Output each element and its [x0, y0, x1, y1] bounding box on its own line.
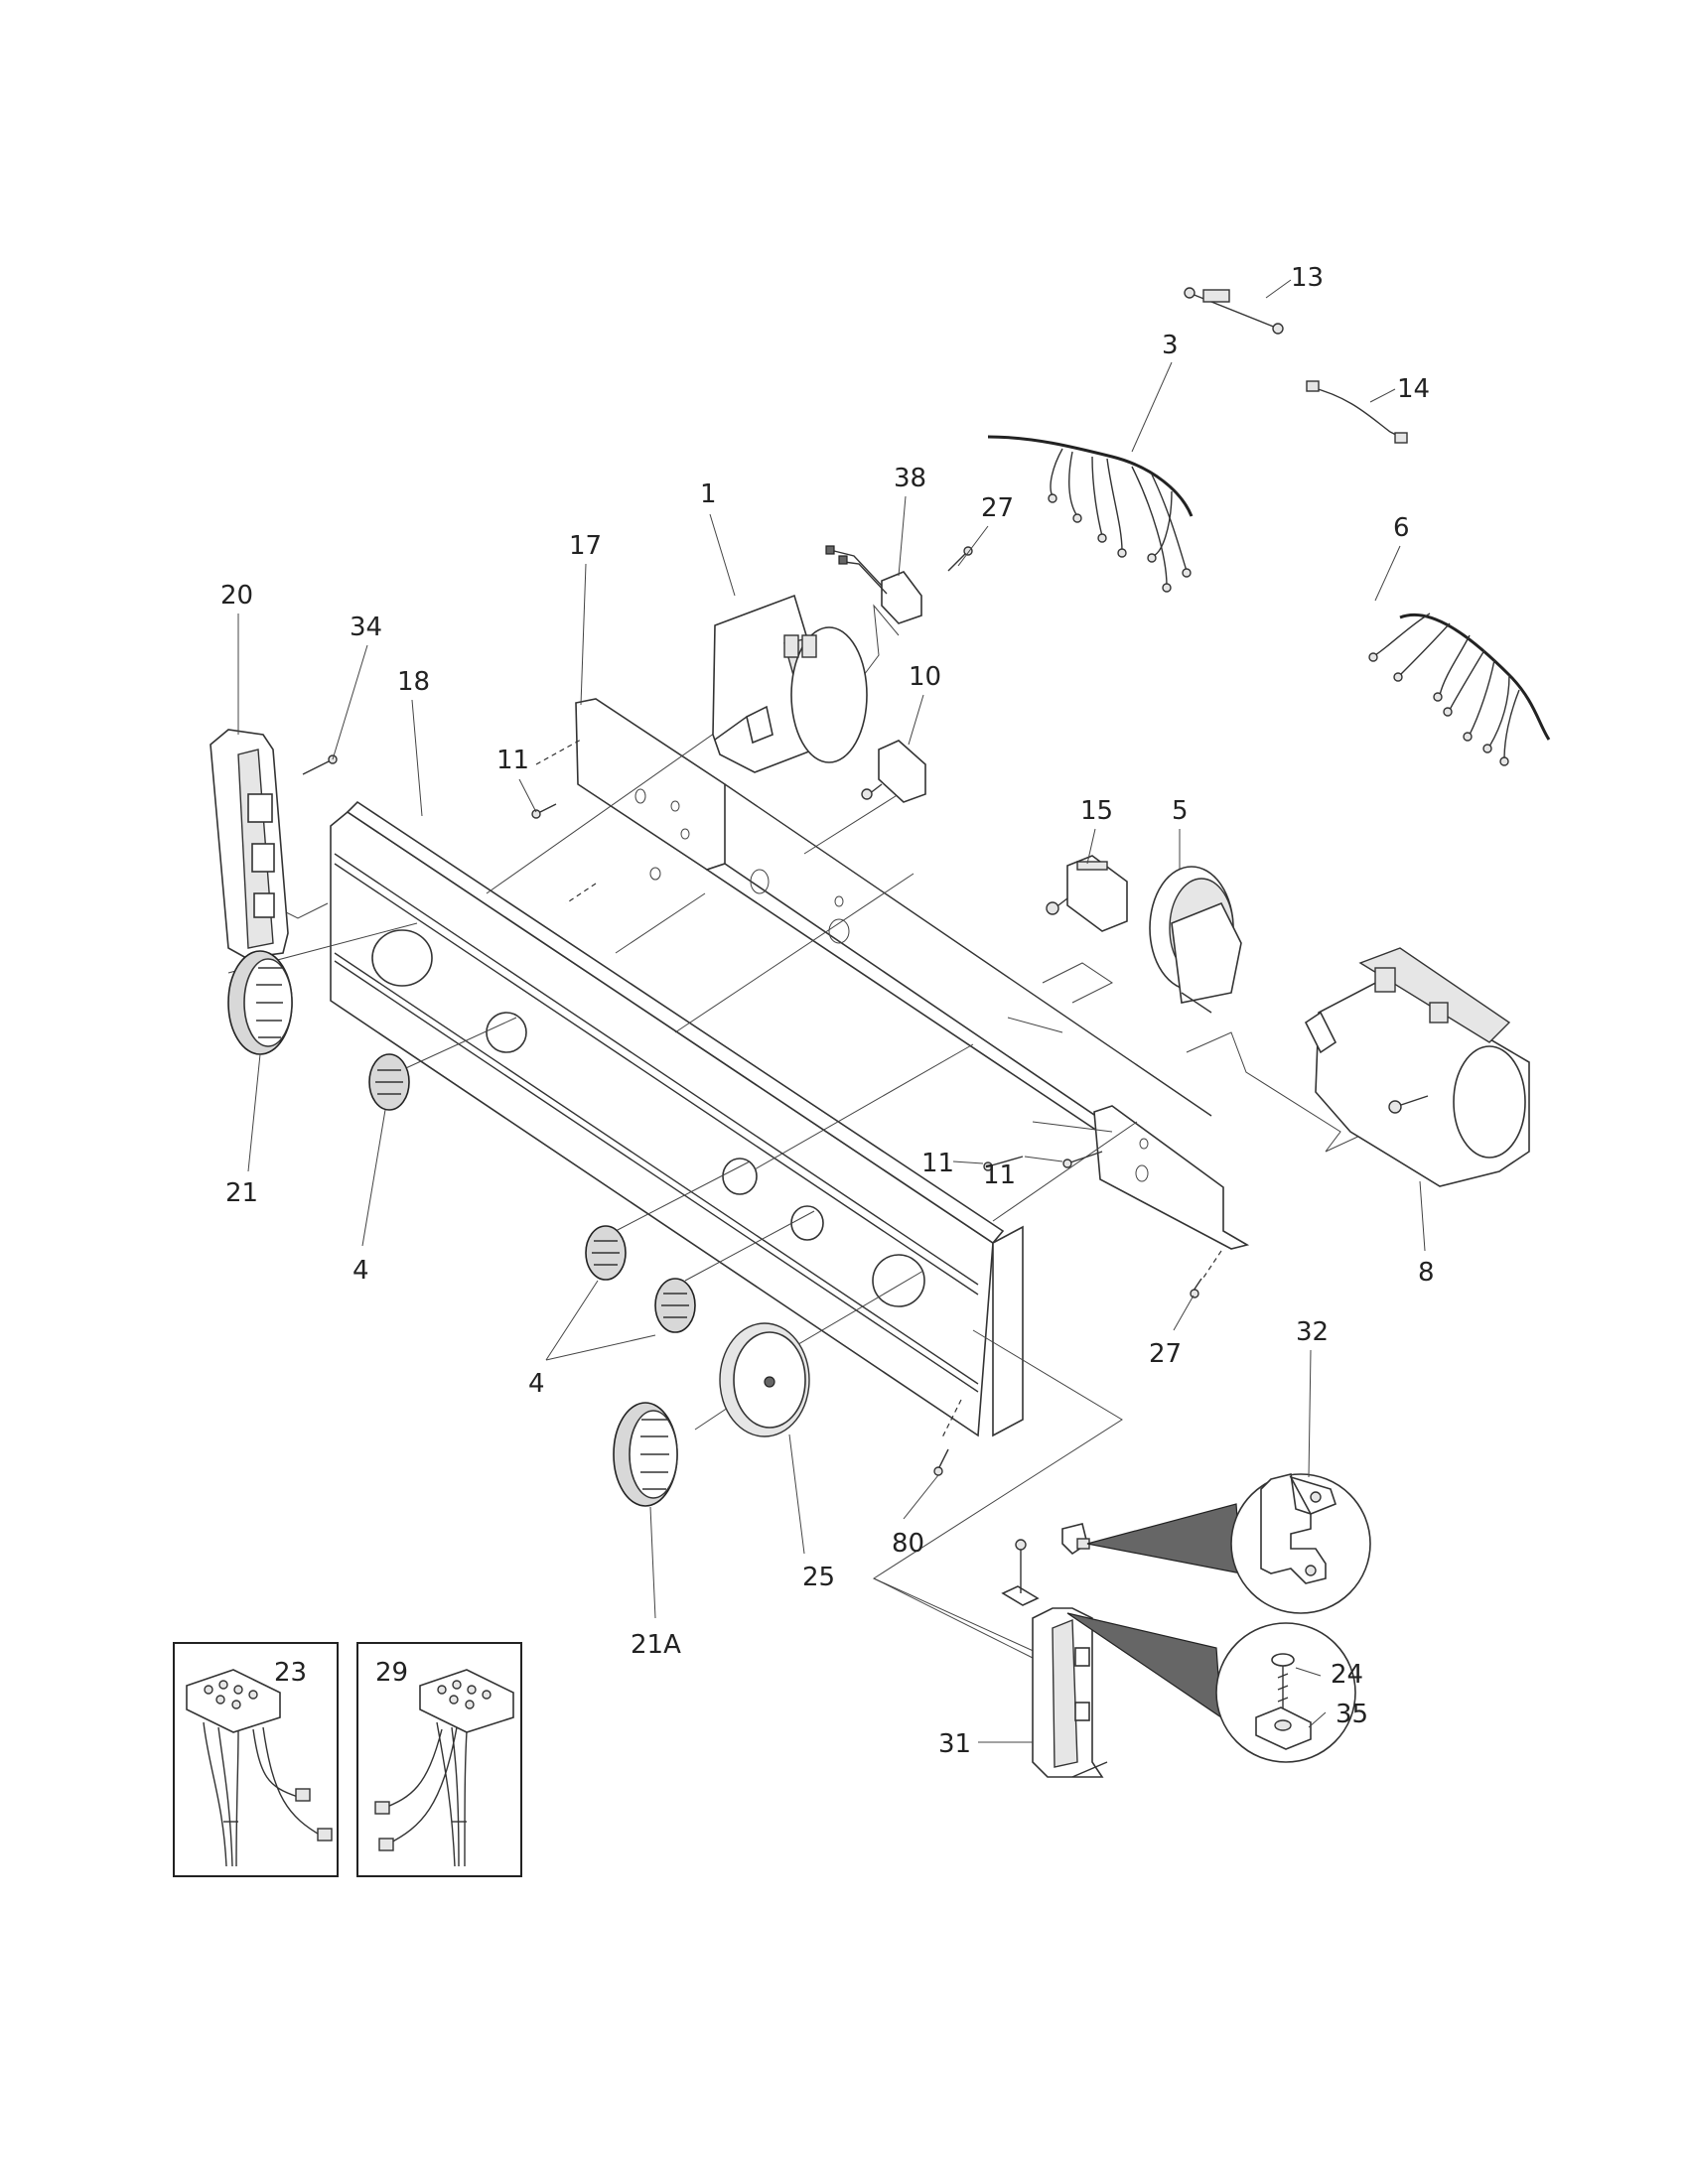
- label-3: 3: [1162, 331, 1179, 360]
- label-32: 32: [1296, 1317, 1329, 1347]
- label-6: 6: [1393, 513, 1410, 543]
- selector-switch-10: [861, 740, 926, 803]
- label-15: 15: [1080, 796, 1113, 826]
- screw-11-left: [531, 803, 557, 819]
- wire-14: [1306, 380, 1408, 444]
- label-20: 20: [220, 581, 253, 611]
- label-1: 1: [700, 479, 717, 509]
- label-14: 14: [1397, 374, 1430, 404]
- label-5: 5: [1172, 796, 1189, 826]
- label-11-right: 11: [983, 1160, 1016, 1190]
- label-4-upper: 4: [352, 1256, 369, 1286]
- wire-harness-6: [1368, 613, 1551, 766]
- pressure-switch-5: [1149, 866, 1242, 1014]
- leader-lines: [237, 279, 1426, 1743]
- inset-23: [173, 1642, 339, 1877]
- screw-11-right: [1062, 1151, 1103, 1168]
- label-18: 18: [397, 667, 430, 697]
- knob-4-lower-right: [654, 1278, 696, 1333]
- screw-27-top: [947, 546, 973, 572]
- dial-25: [719, 1322, 810, 1437]
- switch-15: [1046, 855, 1128, 932]
- label-4-lower: 4: [528, 1369, 545, 1399]
- label-17: 17: [569, 531, 602, 561]
- bracket-31: [1032, 1607, 1108, 1778]
- label-25: 25: [802, 1563, 835, 1592]
- switch-38: [825, 545, 922, 624]
- control-panel: [330, 800, 1024, 1437]
- screw-11-mid: [983, 1156, 1024, 1171]
- screw-27-bottom: [1190, 1278, 1202, 1298]
- label-8: 8: [1418, 1258, 1435, 1288]
- console-end-cap-20: [210, 729, 289, 959]
- label-21A: 21A: [631, 1630, 681, 1660]
- screw-34: [302, 754, 338, 775]
- label-11-left: 11: [496, 746, 529, 775]
- label-13: 13: [1291, 263, 1324, 293]
- knob-21: [227, 950, 293, 1055]
- label-31: 31: [938, 1729, 971, 1759]
- detail-24-35: [1066, 1612, 1356, 1763]
- label-35: 35: [1336, 1700, 1368, 1729]
- inset-29: [356, 1642, 522, 1877]
- label-21: 21: [225, 1178, 258, 1208]
- label-29: 29: [375, 1658, 408, 1688]
- detail-32: [1086, 1473, 1371, 1614]
- label-27-top: 27: [981, 493, 1014, 523]
- label-10: 10: [909, 662, 941, 692]
- label-80: 80: [892, 1529, 924, 1559]
- label-27-bottom: 27: [1149, 1339, 1182, 1369]
- wire-harness-3: [987, 435, 1194, 593]
- bracket-parts-small: [1001, 1523, 1090, 1606]
- knob-21A: [613, 1402, 678, 1507]
- timer: [712, 594, 868, 773]
- part-number-labels: 1 3 13 14 38 27 6 10 17 18 20 34 11 15 5…: [220, 263, 1435, 1759]
- label-23: 23: [274, 1658, 307, 1688]
- rear-bracket: [575, 698, 1250, 1250]
- wire-13: [1184, 287, 1284, 335]
- label-24: 24: [1331, 1660, 1363, 1690]
- label-38: 38: [894, 464, 926, 493]
- knob-4-lower-left: [585, 1225, 627, 1281]
- module-8: [1304, 947, 1530, 1187]
- label-34: 34: [350, 613, 382, 642]
- screw-80: [933, 1448, 949, 1476]
- knob-4-upper: [368, 1053, 410, 1111]
- label-11-mid: 11: [921, 1149, 954, 1178]
